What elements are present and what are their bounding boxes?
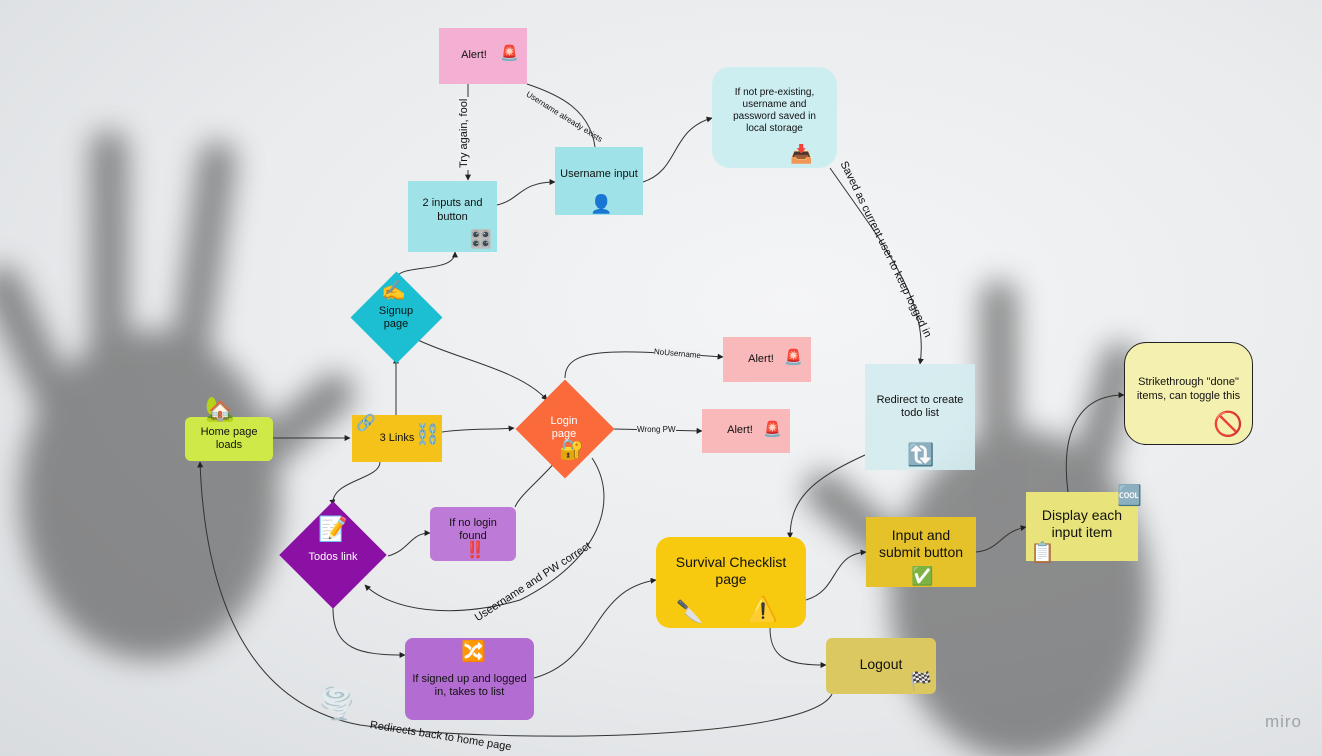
survival-checklist-node[interactable]: Survival Checklist page 🔪 ⚠️ (656, 537, 806, 628)
edge-signup-to-login (417, 339, 548, 401)
lock-icon: 🔐 (559, 439, 584, 461)
redirect-todo-label: Redirect to create todo list (876, 393, 964, 419)
alert-wrongpw-label: Alert! (727, 424, 753, 437)
shuffle-icon: 🔀 (461, 641, 486, 663)
miro-watermark: miro (1264, 712, 1302, 731)
prohibited-icon: 🚫 (1213, 411, 1243, 438)
check-mark-icon: ✅ (911, 566, 934, 586)
no-login-node[interactable]: If no login found ‼️ (430, 507, 516, 561)
edge-survival-to-input (805, 549, 867, 601)
writing-hand-icon: ✍️ (381, 280, 406, 302)
login-page-label: Login page (550, 415, 578, 441)
user-silhouette-icon: 👤 (590, 194, 613, 214)
link-icon: 🔗 (356, 415, 376, 432)
redirect-todo-node[interactable]: Redirect to create todo list 🔃 (865, 364, 975, 470)
input-submit-label: Input and submit button (878, 527, 964, 560)
double-exclamation-icon: ‼️ (465, 542, 485, 559)
survival-checklist-label: Survival Checklist page (675, 553, 787, 587)
edge-display-to-strike (1065, 392, 1125, 493)
cool-icon: 🆒 (1117, 485, 1142, 507)
knife-icon: 🔪 (676, 599, 704, 624)
alert-nousername-node[interactable]: Alert! 🚨 (723, 337, 811, 382)
edge-label-wrong-pw: Wrong PW (637, 425, 676, 434)
local-storage-label: If not pre-existing, username and passwo… (733, 86, 816, 134)
clipboard-icon: 📋 (1030, 542, 1055, 564)
two-inputs-label: 2 inputs and button (422, 197, 483, 223)
edge-nologin-to-login (514, 459, 558, 508)
home-page-node[interactable]: Home page loads (185, 417, 273, 461)
chains-icon: ⛓️ (415, 424, 440, 446)
strikethrough-label: Strikethrough "done" items, can toggle t… (1136, 376, 1241, 402)
siren-icon: 🚨 (763, 421, 782, 438)
alert-top-node[interactable]: Alert! 🚨 (439, 28, 527, 84)
alert-nousername-label: Alert! (748, 352, 774, 365)
tornado-icon: 🌪️ (318, 688, 356, 721)
edge-username-to-alert (526, 83, 596, 148)
siren-icon: 🚨 (784, 349, 803, 366)
edge-todos-to-nologin (387, 530, 431, 557)
edge-input-to-display (975, 525, 1027, 553)
warning-icon: ⚠️ (748, 596, 778, 623)
signed-up-node[interactable]: If signed up and logged in, takes to lis… (405, 638, 534, 720)
edge-storage-to-redirect (829, 167, 924, 365)
memo-icon: 📝 (318, 516, 348, 543)
strikethrough-node[interactable]: Strikethrough "done" items, can toggle t… (1124, 342, 1253, 445)
checkered-flag-icon: 🏁 (909, 671, 932, 691)
right-hand-shadow (795, 280, 1210, 756)
username-input-label: Username input (560, 168, 638, 181)
display-each-node[interactable]: Display each input item 📋 (1026, 492, 1138, 564)
no-login-label: If no login found (449, 516, 497, 542)
edge-label-try-again: Try again, fool (458, 96, 470, 170)
edge-signedup-to-survival (533, 577, 657, 679)
edge-3links-to-todos (329, 461, 381, 506)
edge-login-to-todos (364, 457, 605, 612)
three-links-label: 3 Links (379, 431, 415, 444)
edge-logout-to-home (197, 461, 833, 737)
left-hand-shadow (0, 110, 363, 710)
signed-up-label: If signed up and logged in, takes to lis… (412, 672, 527, 698)
inbox-tray-icon: 📥 (790, 144, 813, 164)
edge-signup-to-2inputs (395, 251, 458, 281)
logout-node[interactable]: Logout 🏁 (826, 638, 936, 694)
two-inputs-node[interactable]: 2 inputs and button 🎛️ (408, 181, 497, 252)
todos-link-label: Todos link (308, 551, 358, 563)
edge-2inputs-to-username (496, 179, 556, 206)
signup-page-label: Signup page (378, 305, 414, 331)
display-each-label: Display each input item (1041, 506, 1123, 540)
input-submit-node[interactable]: Input and submit button ✅ (866, 517, 976, 587)
siren-icon: 🚨 (500, 45, 519, 62)
three-links-node[interactable]: 3 Links 🔗 ⛓️ (352, 415, 442, 462)
edge-username-to-storage (642, 116, 713, 183)
logout-label: Logout (859, 655, 903, 672)
home-page-label: Home page loads (200, 425, 258, 451)
edge-redirect-to-survival (787, 454, 866, 539)
alert-top-label: Alert! (461, 49, 487, 62)
refresh-arrows-icon: 🔃 (907, 442, 935, 467)
alert-wrongpw-node[interactable]: Alert! 🚨 (702, 409, 790, 453)
edge-3links-to-login (441, 425, 515, 433)
edge-todos-to-signedup (332, 607, 406, 658)
house-icon: 🏡 (205, 396, 235, 423)
edge-survival-to-logout (769, 627, 827, 668)
local-storage-node[interactable]: If not pre-existing, username and passwo… (712, 67, 837, 168)
username-input-node[interactable]: Username input 👤 (555, 147, 643, 215)
control-knobs-icon: 🎛️ (469, 229, 492, 249)
